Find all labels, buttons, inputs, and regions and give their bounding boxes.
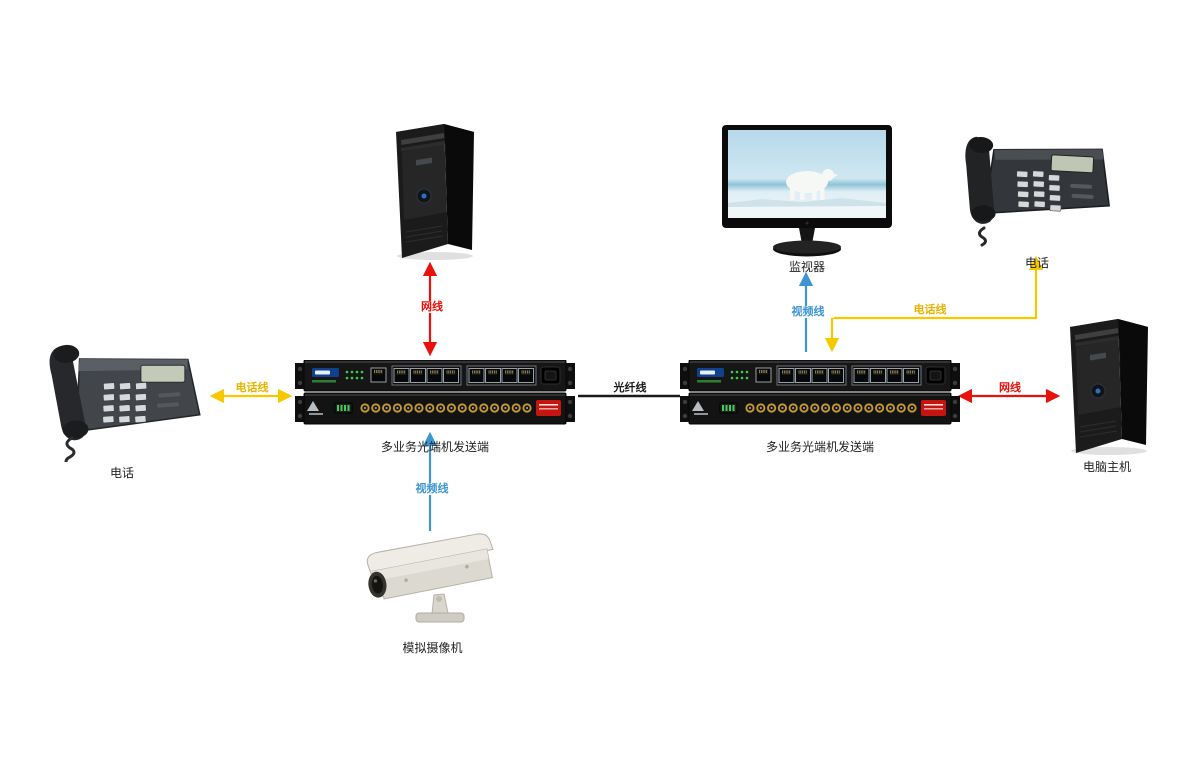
video-right-label: 视频线 (782, 306, 834, 319)
telephone-right-label: 电话 (1024, 256, 1049, 270)
optical-terminal-left-label: 多业务光端机发送端 (380, 440, 489, 454)
analog-camera-label: 模拟摄像机 (402, 641, 463, 655)
analog-camera-graphic (366, 533, 494, 623)
optical-terminal-right (680, 360, 960, 426)
telephone-left-graphic (49, 344, 201, 462)
lan-right-label: 网线 (984, 382, 1036, 395)
pc-tower-top (386, 120, 481, 262)
polar-bear-image (786, 169, 838, 200)
pc-tower-right (1060, 315, 1155, 457)
telephone-right (958, 126, 1116, 251)
phone-line-right-label: 电话线 (904, 304, 956, 317)
optical-terminal-right-graphic (680, 360, 960, 425)
monitor-label: 监视器 (788, 260, 825, 274)
pc-tower-right-label: 电脑主机 (1082, 460, 1131, 474)
lan-left-label: 网线 (406, 301, 458, 314)
phone-line-left-label: 电话线 (226, 382, 278, 395)
video-left-label: 视频线 (406, 483, 458, 496)
monitor (722, 125, 892, 262)
telephone-left-label: 电话 (109, 466, 134, 480)
monitor-graphic (722, 125, 892, 257)
telephone-left (42, 322, 207, 462)
pc-tower-top-graphic (396, 124, 474, 260)
analog-camera (360, 533, 505, 638)
telephone-right-graphic (965, 136, 1111, 247)
optical-terminal-right-label: 多业务光端机发送端 (765, 440, 874, 454)
pc-tower-right-graphic (1070, 319, 1148, 455)
optical-terminal-left (295, 360, 575, 426)
optical-terminal-left-graphic (295, 360, 575, 425)
fiber-label: 光纤线 (604, 382, 656, 395)
